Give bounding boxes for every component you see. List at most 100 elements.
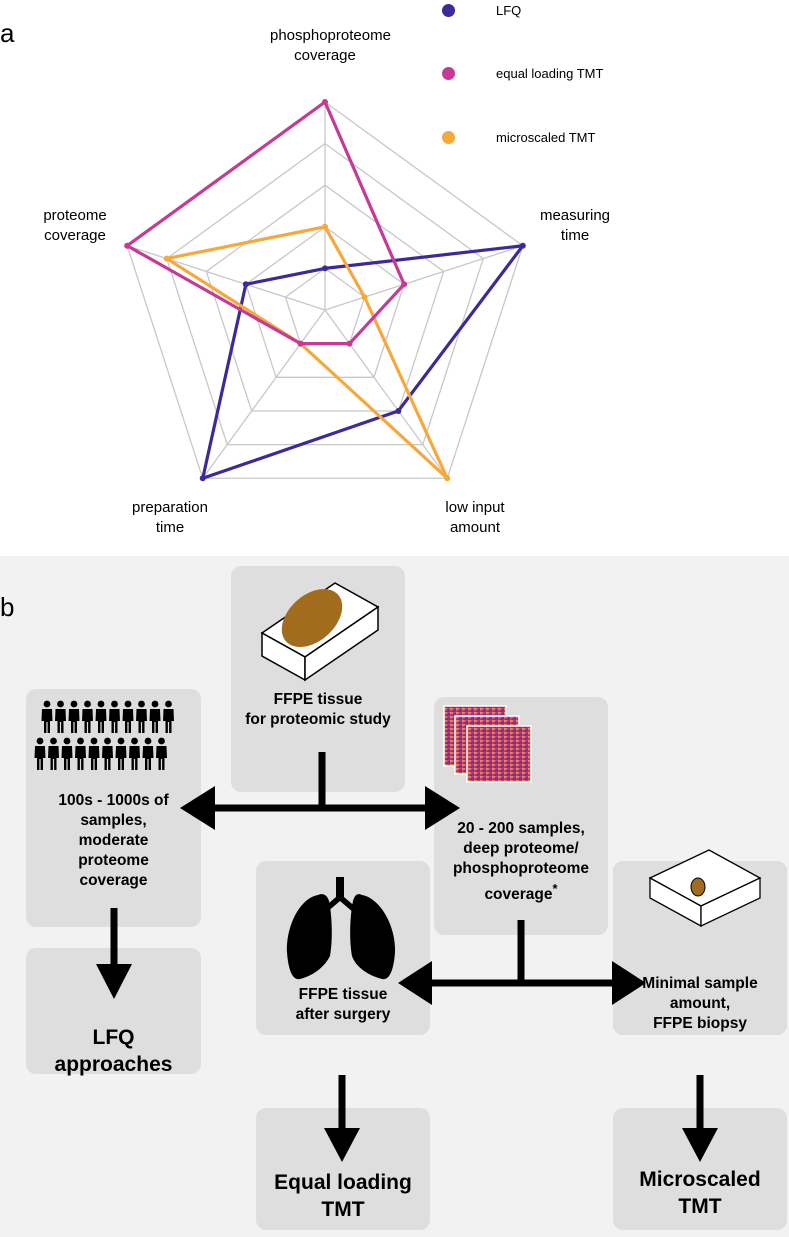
legend-label-equal: equal loading TMT [496, 66, 604, 81]
person-body-0-4 [95, 709, 107, 733]
text-samples-few-4: coverage [484, 886, 553, 904]
person-body-1-9 [156, 746, 167, 770]
text-samples-few-2: deep proteome/ [463, 840, 579, 857]
axis-label-proteome: proteome coverage [25, 206, 125, 246]
legend-dot-micro [442, 131, 455, 144]
text-micro-2: TMT [678, 1195, 722, 1218]
series-point-lfq-2 [395, 407, 402, 414]
series-point-equal-loading-tmt-1 [401, 281, 408, 288]
legend-label-lfq: LFQ [496, 3, 522, 18]
legend-label-micro: microscaled TMT [496, 130, 596, 145]
person-body-1-8 [142, 746, 154, 770]
axis-spoke-1 [324, 245, 524, 311]
text-samples-many-4: proteome [78, 852, 149, 869]
person-body-1-1 [48, 746, 59, 770]
axis-label-preparation-text: preparation time [132, 499, 208, 536]
person-head-0-6 [124, 700, 132, 708]
biopsy-block-icon [648, 849, 762, 928]
person-body-1-7 [129, 746, 140, 770]
legend-dot-equal [442, 67, 455, 80]
text-ffpe-study: FFPE tissue for proteomic study [231, 690, 405, 730]
series-point-lfq-0 [322, 265, 328, 272]
person-body-0-8 [149, 709, 161, 733]
asterisk-footnote: * [552, 881, 558, 896]
person-head-0-4 [97, 700, 105, 708]
person-head-0-1 [57, 700, 64, 708]
person-body-1-3 [75, 746, 86, 770]
people-crowd-icon [34, 700, 174, 770]
ffpe-block-icon [260, 582, 380, 682]
axis-spoke-4 [126, 245, 326, 311]
person-head-1-7 [131, 737, 138, 745]
person-head-0-2 [70, 700, 78, 708]
person-head-0-3 [84, 700, 91, 708]
axis-label-proteome-text: proteome coverage [43, 207, 107, 244]
series-point-microscaled-tmt-0 [322, 223, 328, 230]
grid-ring-2 [245, 225, 405, 378]
text-micro: Microscaled TMT [613, 1166, 787, 1220]
legend-dot-lfq [442, 4, 455, 17]
text-minimal-2: amount, [669, 995, 731, 1012]
text-samples-many-5: coverage [79, 872, 148, 889]
text-ffpe-surgery: FFPE tissue after surgery [256, 985, 430, 1025]
person-head-1-4 [90, 737, 98, 745]
axis-spoke-3 [202, 309, 326, 479]
person-body-0-2 [68, 709, 80, 733]
person-head-1-0 [36, 737, 44, 745]
person-head-0-7 [138, 700, 145, 708]
axis-label-low-input: low input amount [420, 498, 530, 538]
series-point-microscaled-tmt-2 [444, 475, 451, 482]
series-point-lfq-4 [242, 281, 249, 288]
axis-spoke-2 [324, 309, 448, 479]
text-samples-few-4-wrap: coverage* [434, 879, 608, 905]
text-micro-1: Microscaled [639, 1168, 761, 1191]
series-point-equal-loading-tmt-2 [346, 340, 353, 347]
series-line-microscaled-tmt [165, 225, 449, 480]
person-head-1-8 [144, 737, 152, 745]
person-head-1-9 [158, 737, 165, 745]
text-lfq-1: LFQ [92, 1026, 135, 1049]
person-body-0-5 [109, 709, 120, 733]
axis-label-phosphoproteome: phosphoproteome coverage [250, 26, 400, 66]
series-line-equal-loading-tmt [125, 100, 406, 346]
radar-chart [124, 99, 526, 482]
person-body-1-4 [88, 746, 100, 770]
axis-label-preparation: preparation time [110, 498, 230, 538]
text-minimal-3: FFPE biopsy [653, 1015, 747, 1032]
text-equal-1: Equal loading [274, 1171, 412, 1194]
axis-label-measuring-text: measuring time [539, 207, 611, 244]
text-samples-few-1: 20 - 200 samples, [457, 820, 585, 837]
series-point-lfq-1 [519, 242, 526, 249]
person-body-0-3 [82, 709, 93, 733]
text-equal: Equal loading TMT [256, 1169, 430, 1223]
person-head-1-6 [117, 737, 125, 745]
text-ffpe-study-2: for proteomic study [245, 711, 391, 728]
heatmap-stack-icon [443, 705, 532, 783]
person-head-1-5 [104, 737, 111, 745]
series-point-equal-loading-tmt-4 [124, 242, 131, 249]
person-head-1-2 [63, 737, 71, 745]
text-minimal: Minimal sample amount, FFPE biopsy [613, 974, 787, 1034]
person-body-0-6 [122, 709, 134, 733]
text-equal-2: TMT [321, 1198, 365, 1221]
text-lfq: LFQ approaches [26, 1024, 201, 1078]
text-samples-few: 20 - 200 samples, deep proteome/ phospho… [434, 819, 608, 905]
panel-a-background [24, 0, 644, 548]
person-head-0-5 [111, 700, 118, 708]
person-head-1-3 [77, 737, 84, 745]
person-body-0-1 [55, 709, 66, 733]
person-body-1-0 [34, 746, 46, 770]
person-body-0-9 [163, 709, 174, 733]
arrows [96, 752, 718, 1162]
person-head-1-1 [50, 737, 57, 745]
person-body-1-6 [115, 746, 127, 770]
person-body-0-7 [136, 709, 147, 733]
text-ffpe-study-1: FFPE tissue [273, 691, 363, 708]
series-point-lfq-3 [199, 475, 206, 482]
text-minimal-1: Minimal sample [642, 975, 758, 992]
axis-label-phosphoproteome-text: phosphoproteome coverage [270, 27, 391, 64]
text-samples-many-1: 100s - 1000s of [58, 792, 169, 809]
person-head-0-0 [43, 700, 51, 708]
text-lfq-2: approaches [54, 1053, 173, 1076]
